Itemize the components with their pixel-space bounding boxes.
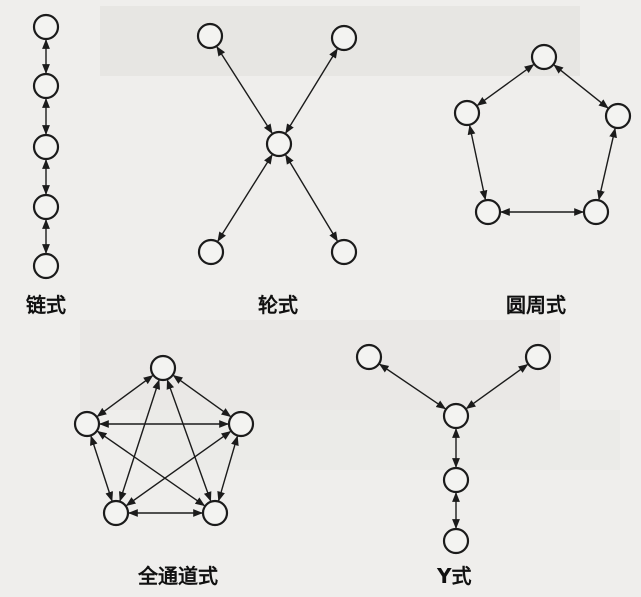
circle-node-0 xyxy=(530,43,558,71)
wheel-edge-1 xyxy=(285,48,338,134)
chain-node-2 xyxy=(32,133,60,161)
y-node-2 xyxy=(442,402,470,430)
y-node-4 xyxy=(442,527,470,555)
chain-node-1 xyxy=(32,72,60,100)
y-node-0 xyxy=(355,343,383,371)
circle-node-4 xyxy=(582,198,610,226)
circle-edge-0 xyxy=(476,64,535,106)
y-node-1 xyxy=(524,343,552,371)
wheel-node-0 xyxy=(196,22,224,50)
label-wheel: 轮式 xyxy=(258,293,298,317)
circle-node-3 xyxy=(474,198,502,226)
label-all-channel: 全通道式 xyxy=(137,564,218,588)
chain-node-0 xyxy=(32,13,60,41)
wheel-node-2 xyxy=(265,130,293,158)
label-circle: 圆周式 xyxy=(506,293,566,317)
wheel-node-1 xyxy=(330,24,358,52)
wheel-edge-2 xyxy=(217,154,273,242)
y-node-3 xyxy=(442,466,470,494)
y-edge-1 xyxy=(465,364,529,409)
all-channel-edge-7 xyxy=(125,430,232,507)
label-y: Y式 xyxy=(436,564,471,588)
wheel-edge-3 xyxy=(285,154,338,242)
circle-edge-1 xyxy=(553,64,609,109)
all-channel-node-4 xyxy=(201,499,229,527)
chain-node-4 xyxy=(32,252,60,280)
wheel-node-3 xyxy=(197,238,225,266)
circle-edge-2 xyxy=(467,124,488,201)
circle-node-1 xyxy=(453,99,481,127)
all-channel-node-3 xyxy=(102,499,130,527)
all-channel-node-0 xyxy=(149,354,177,382)
label-chain: 链式 xyxy=(26,293,66,317)
nodes-layer xyxy=(32,13,632,555)
wheel-node-4 xyxy=(330,238,358,266)
chain-node-3 xyxy=(32,193,60,221)
circle-node-2 xyxy=(604,102,632,130)
circle-edge-3 xyxy=(597,127,617,201)
wheel-edge-0 xyxy=(216,46,273,134)
y-edge-0 xyxy=(378,363,447,410)
all-channel-edge-8 xyxy=(217,435,239,502)
all-channel-node-1 xyxy=(73,410,101,438)
all-channel-node-2 xyxy=(227,410,255,438)
edges-layer xyxy=(42,39,617,529)
